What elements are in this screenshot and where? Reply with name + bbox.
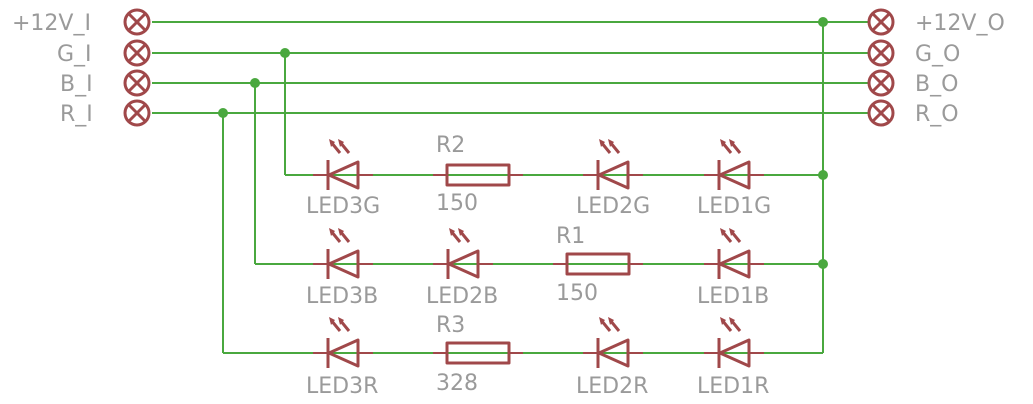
led-label: LED1B: [697, 284, 769, 309]
junctions: [218, 17, 828, 269]
pad-12v-out[interactable]: [867, 8, 895, 36]
connector-label: G_O: [915, 42, 960, 67]
resistor-value: 328: [436, 371, 478, 396]
junction-dot: [818, 170, 828, 180]
connector-label: B_I: [60, 72, 93, 97]
led-symbol-led3r[interactable]: [311, 315, 375, 370]
led-label: LED3R: [306, 374, 378, 399]
resistor-name: R1: [556, 224, 585, 249]
led-label: LED1G: [697, 194, 771, 219]
pad-12v-in[interactable]: [123, 8, 151, 36]
junction-dot: [818, 259, 828, 269]
pad-r-out[interactable]: [867, 99, 895, 127]
connector-label: R_I: [60, 102, 93, 127]
pad-b-out[interactable]: [867, 69, 895, 97]
connector-label: +12V_I: [12, 11, 91, 36]
led-symbol-led1g[interactable]: [702, 137, 766, 192]
led-symbol-led3b[interactable]: [311, 226, 375, 281]
pad-g-in[interactable]: [123, 39, 151, 67]
connector-labels: +12V_I G_I B_I R_I +12V_O G_O B_O R_O: [12, 11, 1005, 127]
resistor-name: R2: [436, 133, 465, 158]
led-label: LED2G: [576, 194, 650, 219]
led-label: LED2R: [576, 374, 648, 399]
led-symbol-led1b[interactable]: [702, 226, 766, 281]
led-symbol-led2r[interactable]: [581, 315, 645, 370]
resistor-value: 150: [436, 191, 478, 216]
connector-label: +12V_O: [915, 11, 1005, 36]
pad-r-in[interactable]: [123, 99, 151, 127]
junction-dot: [218, 108, 228, 118]
resistor-name: R3: [436, 313, 465, 338]
led-label: LED2B: [426, 284, 498, 309]
component-labels: LED3G R2 150 LED2G LED1G LED3B LED2B R1 …: [306, 133, 771, 399]
led-label: LED3G: [306, 194, 380, 219]
connector-label: R_O: [915, 102, 959, 127]
led-symbol-led3g[interactable]: [311, 137, 375, 192]
led-symbol-led2b[interactable]: [431, 226, 495, 281]
resistor-value: 150: [556, 281, 598, 306]
junction-dot: [250, 78, 260, 88]
connector-label: G_I: [57, 42, 92, 67]
right-pads: [867, 8, 895, 127]
led-symbol-led2g[interactable]: [581, 137, 645, 192]
pad-b-in[interactable]: [123, 69, 151, 97]
junction-dot: [818, 17, 828, 27]
connector-label: B_O: [915, 72, 958, 97]
junction-dot: [280, 48, 290, 58]
led-symbol-led1r[interactable]: [702, 315, 766, 370]
left-pads: [123, 8, 151, 127]
led-label: LED1R: [697, 374, 769, 399]
led-label: LED3B: [306, 284, 378, 309]
pad-g-out[interactable]: [867, 39, 895, 67]
